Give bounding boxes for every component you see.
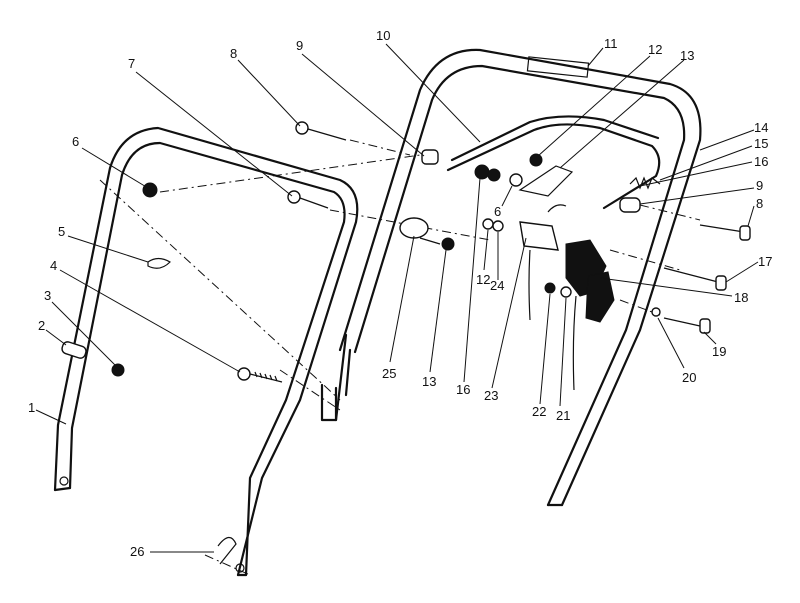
callout-21: 21 [556, 408, 570, 423]
callout-20: 20 [682, 370, 696, 385]
callout-9: 9 [296, 38, 303, 53]
part-8-bolt-right [699, 224, 751, 241]
callout-8-right: 8 [756, 196, 763, 211]
callout-5: 5 [58, 224, 65, 239]
part-9-shoulder-bolt [421, 149, 439, 165]
part-6-nut-left [142, 182, 158, 198]
callout-16-lower: 16 [456, 382, 470, 397]
part-16-spacer [474, 164, 501, 182]
callout-16: 16 [754, 154, 768, 169]
callout-9-right: 9 [756, 178, 763, 193]
part-3-nut [111, 363, 125, 377]
callout-6: 6 [72, 134, 79, 149]
part-4-bolt [237, 367, 283, 383]
callout-13-lower: 13 [422, 374, 436, 389]
part-24-washer [492, 220, 504, 232]
callout-19: 19 [712, 344, 726, 359]
part-26-clip [217, 536, 237, 565]
callout-22: 22 [532, 404, 546, 419]
callout-12-lower: 12 [476, 272, 490, 287]
part-6-nut-center [509, 173, 523, 187]
callout-4: 4 [50, 258, 57, 273]
leader-lines [35, 43, 759, 553]
part-8-bolt-upper [295, 121, 347, 141]
part-19-bolt [663, 317, 711, 334]
callout-6-center: 6 [494, 204, 501, 219]
callout-24: 24 [490, 278, 504, 293]
part-2-knob [61, 341, 87, 359]
callout-17: 17 [758, 254, 772, 269]
upper-handle [338, 48, 702, 507]
callout-1: 1 [28, 400, 35, 415]
part-23-switch [519, 204, 567, 321]
part-15-spring [629, 176, 661, 190]
callout-12: 12 [648, 42, 662, 57]
callout-11: 11 [604, 36, 618, 51]
part-17-bolt [663, 267, 727, 291]
callout-numbers: 1 2 3 4 5 6 7 8 9 10 11 12 13 14 15 16 9… [28, 28, 772, 559]
control-bail [446, 115, 661, 210]
part-9-shoulder-bolt-right [619, 197, 641, 213]
callout-15: 15 [754, 136, 768, 151]
callout-26: 26 [130, 544, 144, 559]
callout-10: 10 [376, 28, 390, 43]
part-7-bolt [287, 190, 329, 209]
callout-7: 7 [128, 56, 135, 71]
part-21-washer [560, 286, 572, 298]
part-12-nut [482, 153, 543, 230]
callout-23: 23 [484, 388, 498, 403]
lower-handle [53, 126, 359, 577]
callout-8: 8 [230, 46, 237, 61]
part-25-eyebolt [399, 217, 441, 245]
part-22-nut [544, 282, 556, 294]
callout-25: 25 [382, 366, 396, 381]
callout-2: 2 [38, 318, 45, 333]
callout-13: 13 [680, 48, 694, 63]
callout-18: 18 [734, 290, 748, 305]
part-18-control [565, 239, 615, 391]
part-5-clip [147, 257, 171, 269]
part-20-washer [651, 307, 661, 317]
callout-3: 3 [44, 288, 51, 303]
part-13-nut-left [441, 237, 455, 251]
part-13-bracket [518, 165, 574, 197]
callout-14: 14 [754, 120, 768, 135]
